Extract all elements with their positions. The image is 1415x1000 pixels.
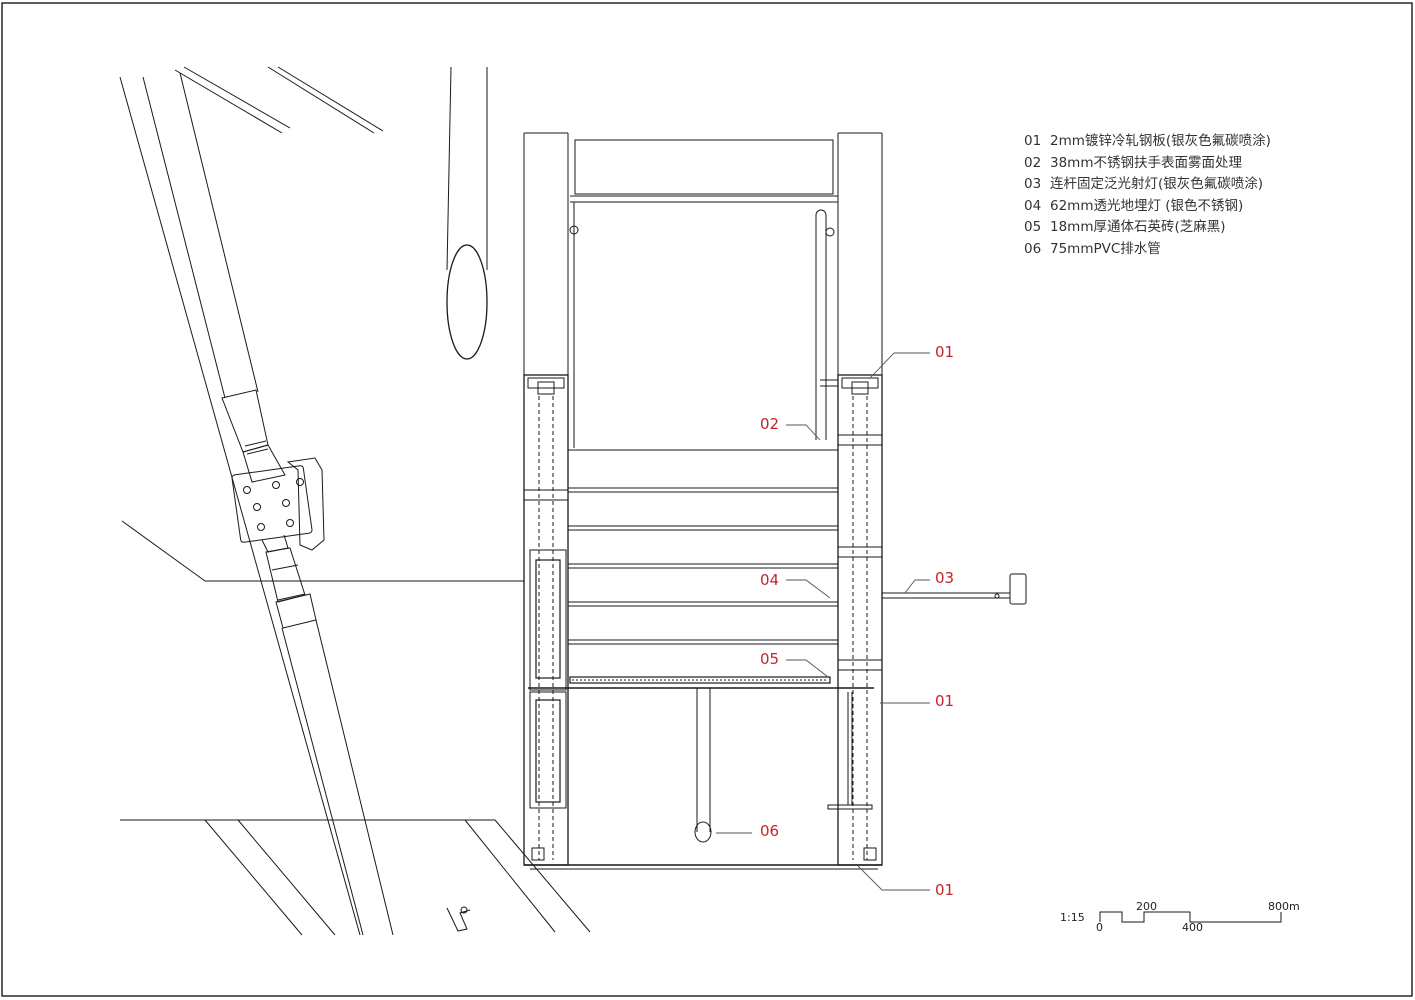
leader-lines	[716, 352, 930, 891]
legend-item-03: 03 连杆固定泛光射灯(银灰色氟碳喷涂)	[1024, 174, 1271, 196]
legend-item-04: 04 62mm透光地埋灯 (银色不锈钢)	[1024, 196, 1271, 218]
diagonal-column	[142, 72, 394, 936]
legend-number: 02	[1024, 154, 1042, 171]
callout-01-top: 01	[935, 343, 955, 361]
callout-05: 05	[760, 650, 780, 668]
legend-item-05: 05 18mm厚通体石英砖(芝麻黑)	[1024, 217, 1271, 239]
callout-06: 06	[760, 822, 780, 840]
bolt-plate	[286, 457, 325, 551]
legend-number: 05	[1024, 219, 1042, 235]
legend-item-06: 06 75mmPVC排水管	[1024, 239, 1271, 261]
legend-number: 06	[1024, 240, 1042, 257]
legend-text: 38mm不锈钢扶手表面雾面处理	[1050, 154, 1242, 171]
callout-01-mid: 01	[935, 692, 955, 710]
scale-tick-800: 800m	[1268, 900, 1300, 913]
legend-text: 75mmPVC排水管	[1050, 240, 1161, 257]
scale-tick-400: 400	[1182, 921, 1203, 934]
legend-number: 01	[1024, 133, 1042, 149]
scale-tick-0: 0	[1096, 921, 1103, 934]
callout-01-bottom: 01	[935, 881, 955, 899]
legend-number: 03	[1024, 176, 1042, 192]
legend-text: 62mm透光地埋灯 (银色不锈钢)	[1050, 197, 1244, 214]
callout-02: 02	[760, 415, 780, 433]
scale-ratio: 1:15	[1060, 911, 1085, 924]
building-context	[119, 66, 591, 936]
legend-item-02: 02 38mm不锈钢扶手表面雾面处理	[1024, 153, 1271, 175]
scale-tick-200: 200	[1136, 900, 1157, 913]
legend-text: 2mm镀锌冷轧钢板(银灰色氟碳喷涂)	[1050, 133, 1271, 149]
legend-number: 04	[1024, 197, 1042, 214]
legend-text: 连杆固定泛光射灯(银灰色氟碳喷涂)	[1050, 176, 1264, 192]
scale-bar	[1099, 911, 1282, 923]
legend-text: 18mm厚通体石英砖(芝麻黑)	[1050, 219, 1226, 235]
stair-pit	[523, 132, 1027, 870]
legend-item-01: 01 2mm镀锌冷轧钢板(银灰色氟碳喷涂)	[1024, 131, 1271, 153]
material-legend: 01 2mm镀锌冷轧钢板(银灰色氟碳喷涂) 02 38mm不锈钢扶手表面雾面处理 03 连…	[1024, 131, 1271, 260]
callout-04: 04	[760, 571, 780, 589]
callout-03: 03	[935, 569, 955, 587]
round-column	[446, 66, 488, 360]
